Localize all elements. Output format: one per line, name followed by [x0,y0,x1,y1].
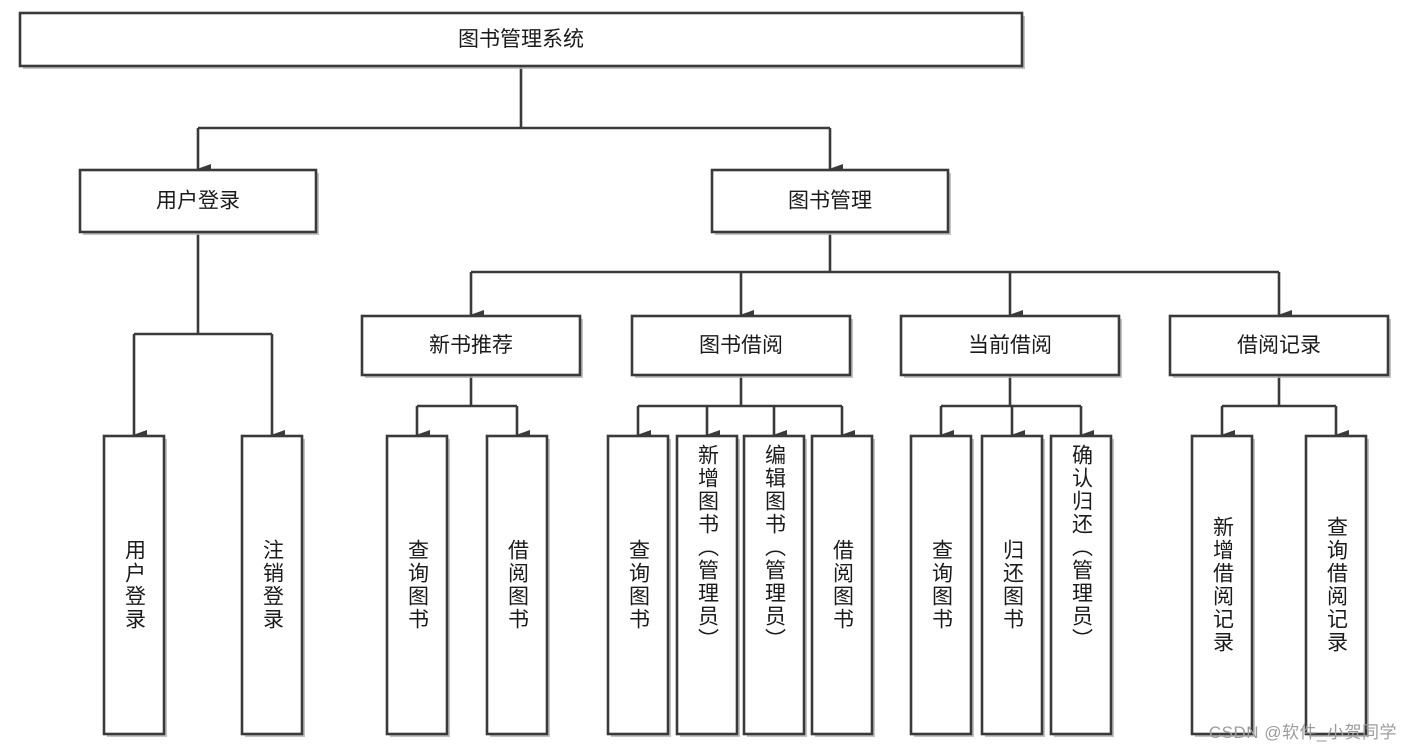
node-box [899,314,1121,377]
node-book-manage[interactable]: 图书管理 [710,168,951,235]
node-leaf-query-book-bb[interactable] [606,434,671,737]
node-box [102,434,166,736]
node-box [360,314,582,377]
connector-layer [132,66,1349,440]
node-box [909,434,973,736]
node-leaf-add-record[interactable] [1190,434,1255,737]
node-leaf-return-book[interactable] [980,434,1045,737]
node-leaf-confirm-return[interactable] [1049,434,1114,737]
node-user-login[interactable]: 用户登录 [78,168,319,235]
node-leaf-query-book-rec[interactable] [385,434,450,737]
node-leaf-user-login[interactable] [102,434,167,737]
connector-conn-book-borrow [636,375,855,440]
node-leaf-borrow-book-rec[interactable] [485,434,550,737]
node-box [1168,314,1390,377]
node-label: 借阅记录 [1237,334,1321,357]
node-book-borrow[interactable]: 图书借阅 [630,314,853,378]
node-label: 图书管理系统 [458,28,584,51]
connector-conn-user-login [132,232,285,440]
node-box [980,434,1044,736]
node-label: 当前借阅 [968,334,1052,357]
node-leaf-add-book[interactable] [675,434,740,737]
node-box [710,168,950,234]
watermark-text: CSDN @软件_小贺同学 [1208,723,1397,742]
node-box [385,434,449,736]
node-box [240,434,304,736]
node-leaf-edit-book[interactable] [742,434,807,737]
node-label: 用户登录 [156,190,240,213]
node-box [1304,434,1368,736]
connector-conn-new-book-rec [415,375,530,440]
node-box [810,434,874,736]
connector-conn-borrow-record [1220,375,1349,440]
node-leaf-query-book-cb[interactable] [909,434,974,737]
node-box [630,314,852,377]
node-borrow-record[interactable]: 借阅记录 [1168,314,1391,378]
node-current-borrow[interactable]: 当前借阅 [899,314,1122,378]
node-box [18,11,1024,68]
connector-conn-current-borrow [939,375,1094,440]
node-label: 新书推荐 [429,334,513,357]
node-box [78,168,318,234]
connector-conn-book-manage [469,232,1292,320]
node-leaf-logout[interactable] [240,434,305,737]
node-box [742,434,806,736]
node-label: 图书管理 [788,190,872,213]
connector-conn-root [196,66,843,174]
node-root[interactable]: 图书管理系统 [18,11,1025,69]
node-leaf-query-record[interactable] [1304,434,1369,737]
node-box [1049,434,1113,736]
node-new-book-rec[interactable]: 新书推荐 [360,314,583,378]
node-box [485,434,549,736]
node-label: 图书借阅 [699,334,783,357]
node-box [606,434,670,736]
node-box [675,434,739,736]
node-leaf-borrow-book-bb[interactable] [810,434,875,737]
node-box [1190,434,1254,736]
